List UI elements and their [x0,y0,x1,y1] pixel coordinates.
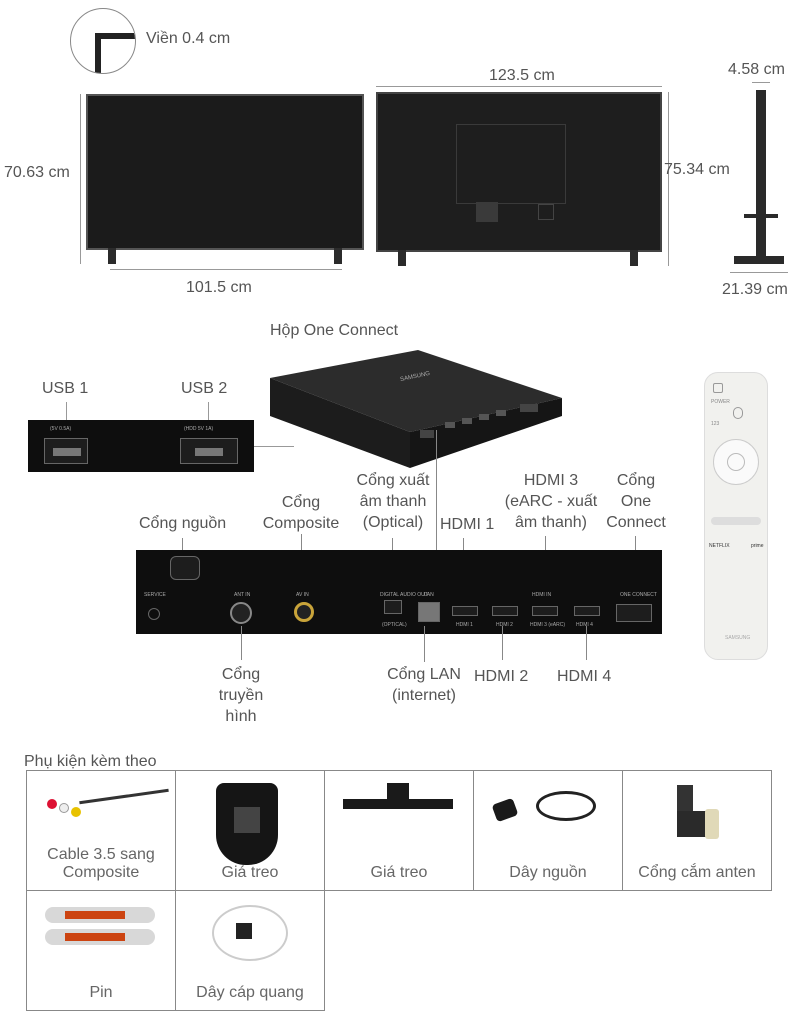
power-socket [170,556,200,580]
usb1-label: USB 1 [42,380,89,397]
accessory-wall-mount: Giá treo [324,770,474,891]
usb1-spec: (5V 0.5A) [50,426,72,432]
accessory-label: Giá treo [221,864,279,881]
height-back-label: 75.34 cm [664,161,730,178]
hdmi4-port [574,606,600,616]
width-front-label: 101.5 cm [186,279,252,296]
height-back-line [668,92,669,266]
accessory-power-cord: Dây nguồn [473,770,623,891]
usb2-label: USB 2 [181,380,228,397]
width-back-label: 123.5 cm [489,67,555,84]
line-hdmi4 [586,626,587,660]
one-connect-title: Hộp One Connect [270,322,399,339]
one-connect-port-label: Cổng One Connect [606,472,666,531]
accessory-antenna-adapter: Cổng cắm anten [622,770,772,891]
hdmi-in-text: HDMI IN [532,592,552,598]
remote-power-text: POWER [711,399,730,405]
h2-text: HDMI 2 [496,622,513,628]
composite-port-label: Cổng Composite [262,494,340,532]
remote-mic-button [733,407,743,419]
line-antenna [241,626,242,660]
tv-side-stand-base [734,256,784,264]
remote-dpad [713,439,759,485]
hdmi1-port [452,606,478,616]
hdmi4-label: HDMI 4 [557,668,612,685]
accessory-label: Pin [89,984,113,1001]
hdmi2-label: HDMI 2 [474,668,529,685]
accessory-cable-composite: Cable 3.5 sang Composite [26,770,176,891]
usb-connector-line [254,446,294,447]
optical-port-label: Cổng xuất âm thanh (Optical) [356,472,430,531]
tv-back [376,92,662,252]
accessory-bracket: Giá treo [175,770,325,891]
line-lan [424,626,425,662]
accessory-label: Giá treo [370,864,428,881]
accessory-label: Dây nguồn [509,864,587,881]
remote-num-text: 123 [711,421,720,427]
remote-prime-text: prime [751,543,764,549]
height-front-label: 70.63 cm [4,164,70,181]
digital-text: DIGITAL AUDIO OUT [380,592,428,598]
oc-text: ONE CONNECT [620,592,657,598]
tv-front-leg-left [108,248,116,264]
tv-side-stand-arm [744,214,778,218]
tv-front [86,94,364,250]
service-port [148,608,160,620]
accessory-label: Cổng cắm anten [638,864,756,881]
depth-base-label: 21.39 cm [722,281,788,298]
lan-text: LAN [424,592,434,598]
accessory-label: Cable 3.5 sang Composite [47,846,155,881]
remote-netflix-text: NETFLIX [709,543,730,549]
hdmi3-label: HDMI 3 (eARC - xuất âm thanh) [504,472,598,531]
tv-back-leg-right [630,250,638,266]
h4-text: HDMI 4 [576,622,593,628]
usb2-port [180,438,238,464]
depth-top-label: 4.58 cm [728,61,785,78]
tv-front-leg-right [334,248,342,264]
usb1-port [44,438,88,464]
one-connect-box: SAMSUNG [270,350,562,468]
tv-side [756,90,766,256]
hdmi2-port [492,606,518,616]
usb2-spec: (HDD 5V 1A) [184,426,214,432]
h1-text: HDMI 1 [456,622,473,628]
width-front-line [110,269,342,270]
remote-control: POWER 123 NETFLIX prime SAMSUNG [704,372,768,660]
lan-label: Cổng LAN (internet) [387,666,461,704]
composite-port [294,602,314,622]
remote-ok-button [727,453,745,471]
accessory-optical-cable: Dây cáp quang [175,890,325,1011]
antenna-label: Cổng truyền hình [218,666,264,725]
width-back-line [376,86,662,87]
line-box-to-panel [436,430,437,550]
accessories-title: Phụ kiện kèm theo [24,753,157,770]
tv-back-leg-left [398,250,406,266]
remote-power-button [713,383,723,393]
remote-volume-rocker [711,517,761,525]
lan-port [418,602,440,622]
antin-text: ANT IN [234,592,251,598]
optical-port [384,600,402,614]
rear-port-panel: SERVICE ANT IN AV IN DIGITAL AUDIO OUT (… [136,550,662,634]
hdmi1-label: HDMI 1 [440,516,495,533]
accessories-table: Cable 3.5 sang Composite Giá treo Giá tr… [26,770,772,1011]
antenna-port [230,602,252,624]
optical-text: (OPTICAL) [382,622,407,628]
h3-text: HDMI 3 (eARC) [530,622,566,628]
remote-brand-text: SAMSUNG [725,635,751,641]
height-front-line [80,94,81,264]
avin-text: AV IN [296,592,309,598]
usb-panel: (5V 0.5A) (HDD 5V 1A) [28,420,254,472]
accessory-label: Dây cáp quang [196,984,304,1001]
power-port-label: Cổng nguồn [139,515,227,532]
depth-base-line [730,272,788,273]
service-text: SERVICE [144,592,166,598]
bezel-label: Viền 0.4 cm [146,30,231,47]
depth-top-line [752,82,770,83]
line-hdmi2 [502,626,503,660]
one-connect-port [616,604,652,622]
bezel-zoom-circle [70,8,136,74]
hdmi3-port [532,606,558,616]
accessory-battery: Pin [26,890,176,1011]
